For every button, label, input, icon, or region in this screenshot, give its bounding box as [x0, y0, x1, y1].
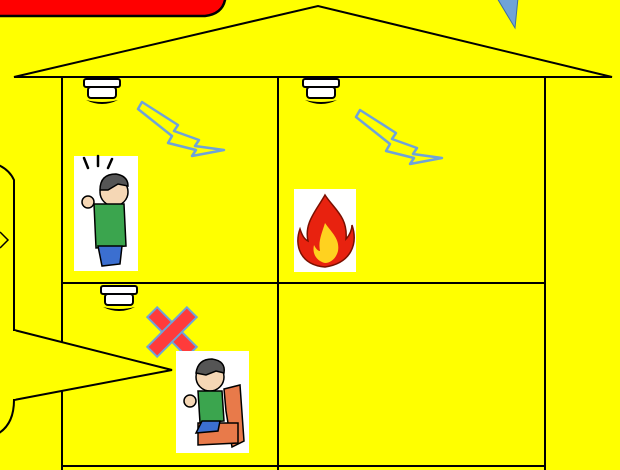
alarm-signal-icon: [356, 110, 442, 164]
house-walls: [62, 77, 545, 470]
smoke-detector-icon: [303, 79, 339, 104]
smoke-detector-icon: [101, 286, 137, 311]
seated-person-icon: [176, 351, 249, 453]
alarm-signal-icon: [138, 102, 224, 156]
alerted-person-icon: [74, 156, 138, 271]
red-banner: [0, 0, 225, 16]
fire-icon: [294, 189, 356, 272]
smoke-detector-icon: [84, 79, 120, 104]
callout-tip: [497, 0, 518, 28]
